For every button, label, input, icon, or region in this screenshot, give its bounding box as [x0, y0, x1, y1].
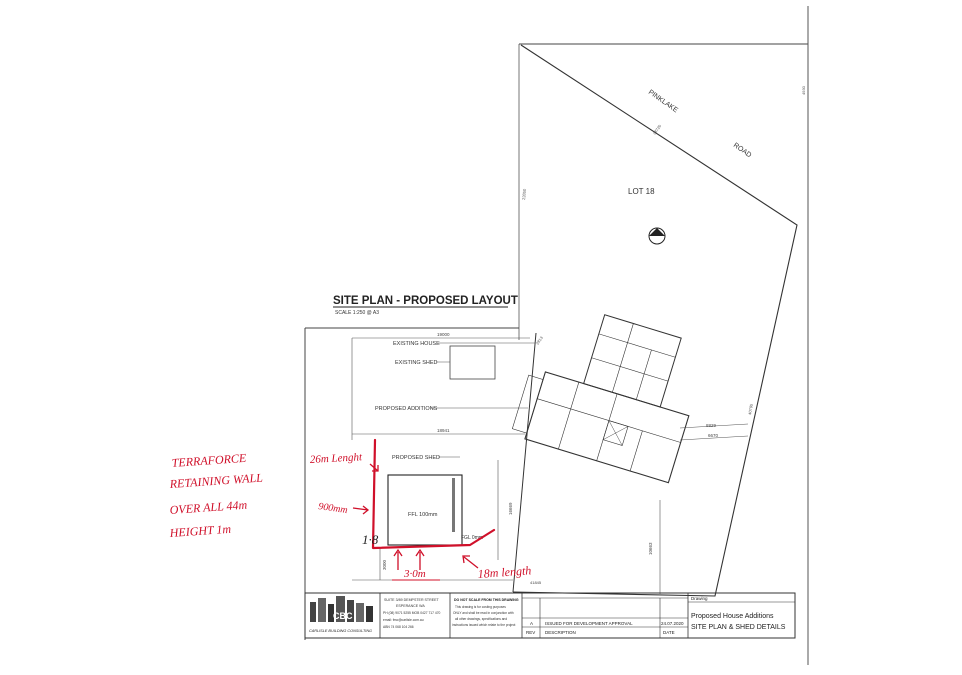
company-phone: PH (08) 9071 5255 MOB 0427 717 470: [383, 611, 441, 615]
dim-6670-line: [679, 435, 749, 441]
existing-shed: [449, 345, 496, 380]
note-overall-length: OVER ALL 44m: [169, 498, 248, 517]
existing-house-label: EXISTING HOUSE: [393, 341, 440, 347]
svg-text:CBC: CBC: [333, 611, 353, 621]
north-arrow-pointer: [649, 228, 665, 236]
dim-38720: 38720: [652, 123, 663, 136]
note-terraforce: TERRAFORCE: [171, 451, 247, 470]
dim-40795: 40795: [747, 403, 754, 416]
company-abn: ABN 74 068 104 266: [383, 625, 414, 629]
note-18m-length: 18m length: [477, 563, 532, 581]
dim-18941: 18941: [437, 428, 450, 433]
company-name: CARLISLE BUILDING CONSULTING: [309, 629, 372, 633]
dim-6670: 6670: [708, 433, 719, 438]
title-block-frame: [304, 592, 796, 639]
shed-ridge: [452, 478, 455, 532]
desc-header: DESCRIPTION: [545, 630, 576, 635]
dim-8829: 8829: [706, 423, 717, 428]
arrow-18m: [462, 555, 479, 569]
dim-16669: 16669: [508, 502, 513, 515]
road-name-pinklake: PINKLAKE: [647, 89, 679, 115]
note-height: HEIGHT 1m: [168, 522, 232, 540]
date-header: DATE: [663, 630, 675, 635]
house-wall: [635, 349, 652, 400]
retaining-wall-line: [371, 438, 496, 550]
retaining-wall-markup: [352, 438, 496, 581]
drawing-title-1: Proposed House Additions: [691, 613, 774, 620]
house-wall: [598, 333, 676, 358]
plan-title: SITE PLAN - PROPOSED LAYOUT: [333, 295, 518, 307]
company-logo: CBC: [310, 596, 373, 622]
warning-title: DO NOT SCALE FROM THIS DRAWING: [454, 598, 519, 602]
note-900mm: 900mm: [318, 501, 349, 516]
dim-8829-line: [679, 423, 749, 429]
proposed-shed: [387, 474, 463, 546]
lot-boundary: [512, 44, 798, 597]
company-address-1: SUITE 3/89 DEMPSTER STREET: [384, 598, 440, 602]
shed-ffl: FFL 100mm: [408, 512, 438, 518]
house-wall: [558, 382, 580, 450]
lot-label: LOT 18: [628, 187, 655, 196]
title-block: CBC CARLISLE BUILDING CONSULTING SUITE 3…: [304, 592, 796, 639]
house-bathroom: [602, 420, 629, 446]
road-name-road: ROAD: [732, 142, 753, 159]
proposed-shed-label: PROPOSED SHED: [392, 455, 440, 461]
company-email: email: fmo@carlisle.com.au: [383, 618, 424, 622]
dim-41845: 41845: [530, 580, 542, 585]
shed-fgl: FGL 0mm: [461, 535, 483, 541]
warning-line-4: instructions issued which relate to the …: [452, 623, 516, 627]
warning-line-1: This drawing is for costing purposes: [455, 605, 506, 609]
house-fixture: [602, 426, 629, 440]
dim-22850: 22850: [521, 188, 527, 200]
warning-line-3: all other drawings, specifications and: [455, 617, 507, 621]
warning-line-2: ONLY and shall be read in conjunction wi…: [453, 611, 514, 615]
house-existing-rear: [583, 314, 682, 408]
house-floor-plan: [511, 314, 690, 484]
note-26m-length: 26m Lenght: [310, 451, 364, 466]
dim-10663: 10663: [648, 542, 653, 555]
drawing-label: Drawing: [691, 596, 708, 601]
house-wall: [591, 357, 669, 382]
dim-3000: 3000: [382, 559, 387, 570]
dim-2813: 2813: [535, 335, 545, 346]
plan-scale: SCALE 1:250 @ A3: [335, 310, 379, 316]
note-3-0m: 3·0m: [403, 568, 426, 580]
existing-shed-label: EXISTING SHED: [395, 360, 438, 366]
arrow-30-right: [415, 548, 425, 570]
house-wall: [612, 323, 634, 393]
rev-date: 24.07.2020: [661, 621, 684, 626]
drawing-title-2: SITE PLAN & SHED DETAILS: [691, 624, 786, 631]
driveway-edge: [512, 332, 537, 593]
note-1-8: 1·8: [362, 532, 379, 547]
company-address-2: ESPERANCE WA: [396, 604, 425, 608]
dim-4930: 4930: [801, 85, 806, 95]
arrow-26m: [369, 463, 379, 472]
dim-19000: 19000: [437, 332, 450, 337]
rev-letter: A: [530, 621, 533, 626]
arrow-900: [352, 505, 370, 515]
proposed-additions-label: PROPOSED ADDITIONS: [375, 406, 438, 412]
north-label: NORTH: [652, 237, 661, 240]
house-wall: [629, 430, 643, 472]
arrow-30: [393, 548, 403, 570]
note-retaining-wall: RETAINING WALL: [168, 470, 263, 491]
house-verandah: [511, 374, 544, 434]
rev-header: REV: [526, 630, 535, 635]
rev-description: ISSUED FOR DEVELOPMENT APPROVAL: [545, 621, 633, 626]
